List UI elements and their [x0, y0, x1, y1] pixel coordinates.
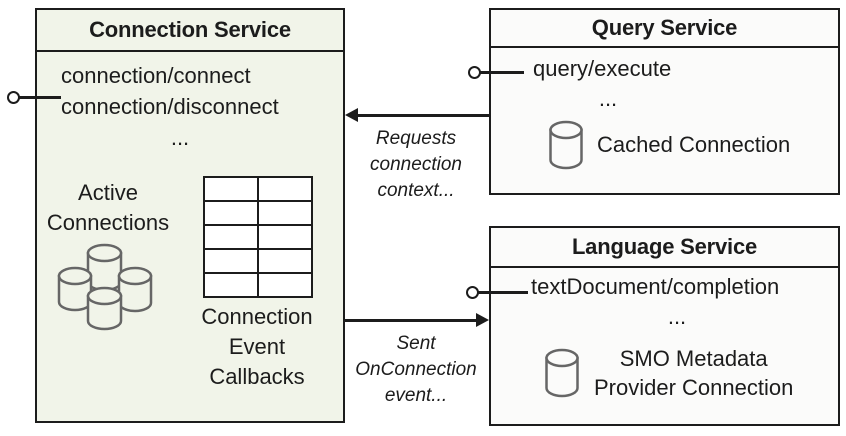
- query-service-box: Query Service query/execute ... Cached C…: [489, 8, 840, 195]
- callback-grid: [203, 176, 313, 298]
- cached-connection-label: Cached Connection: [597, 132, 791, 157]
- lollipop-circle: [7, 90, 20, 104]
- callback-grid-cell: [205, 250, 257, 272]
- active-connections-label: Active Connections: [46, 180, 170, 235]
- database-icon: [549, 120, 583, 170]
- callback-grid-cell: [205, 202, 257, 224]
- methods-ellipsis: ...: [598, 86, 618, 111]
- method-query-execute: query/execute: [533, 56, 672, 81]
- lollipop-line: [478, 290, 528, 294]
- lollipop-line: [19, 95, 61, 99]
- cached-connection-item: Cached Connection: [548, 120, 790, 170]
- lollipop-circle: [466, 285, 479, 299]
- database-cluster-icon: [57, 243, 153, 331]
- connection-service-methods: connection/connect connection/disconnect…: [61, 60, 299, 153]
- lollipop-circle: [468, 65, 481, 79]
- callback-grid-cell: [205, 226, 257, 248]
- callback-grid-cell: [259, 274, 311, 296]
- lollipop-line: [480, 70, 524, 74]
- callback-grid-cell: [259, 250, 311, 272]
- arrow-head-left-icon: [345, 108, 358, 122]
- database-icon: [545, 348, 579, 398]
- callback-grid-cell: [205, 178, 257, 200]
- smo-metadata-item: SMO Metadata Provider Connection: [544, 344, 793, 402]
- query-service-header: Query Service: [491, 10, 838, 48]
- request-arrow-label: Requests connection context...: [370, 128, 462, 201]
- methods-ellipsis: ...: [667, 304, 687, 329]
- callback-grid-cell: [259, 226, 311, 248]
- connection-service-header: Connection Service: [37, 10, 343, 52]
- language-service-title: Language Service: [571, 234, 758, 259]
- query-service-methods: query/execute ...: [533, 54, 683, 114]
- arrow-shaft: [345, 318, 478, 322]
- callback-grid-cell: [259, 178, 311, 200]
- language-service-header: Language Service: [491, 228, 838, 268]
- connection-service-box: Connection Service connection/connect co…: [35, 8, 345, 423]
- method-connection-disconnect: connection/disconnect: [61, 94, 279, 119]
- connection-service-title: Connection Service: [89, 17, 291, 42]
- language-service-box: Language Service textDocument/completion…: [489, 226, 840, 426]
- query-service-title: Query Service: [591, 15, 738, 40]
- callback-grid-cell: [205, 274, 257, 296]
- sent-arrow-label: Sent OnConnection event...: [355, 333, 477, 406]
- callback-grid-cell: [259, 202, 311, 224]
- connection-event-callbacks-label: Connection Event Callbacks: [201, 304, 313, 389]
- language-service-methods: textDocument/completion ...: [531, 272, 823, 332]
- arrow-shaft: [356, 113, 489, 117]
- method-textdocument-completion: textDocument/completion: [531, 274, 780, 299]
- smo-metadata-label: SMO Metadata Provider Connection: [594, 346, 794, 400]
- arrow-head-right-icon: [476, 313, 489, 327]
- methods-ellipsis: ...: [170, 125, 190, 150]
- method-connection-connect: connection/connect: [61, 63, 251, 88]
